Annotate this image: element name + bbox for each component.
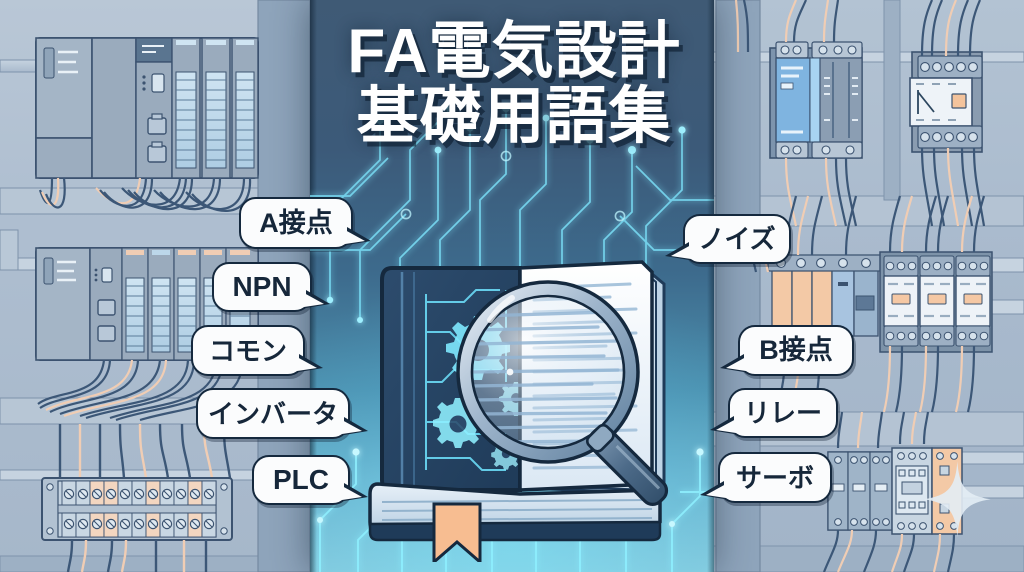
magnifying-glass bbox=[456, 280, 669, 506]
bubble-label: A接点 bbox=[259, 207, 333, 238]
bubble-common[interactable]: コモン bbox=[191, 325, 323, 376]
bubble-label: サーボ bbox=[735, 462, 814, 493]
bubble-inverter[interactable]: インバータ bbox=[196, 388, 368, 439]
left-wire-bundle-mid bbox=[37, 359, 244, 422]
power-supply-wires bbox=[784, 0, 858, 227]
bookmark-ribbon bbox=[432, 502, 482, 566]
four-point-sparkle bbox=[924, 461, 991, 538]
bubble-tail bbox=[297, 354, 323, 372]
left-wire-drop bbox=[58, 423, 232, 479]
left-wire-bundle-bottom bbox=[66, 539, 208, 572]
bubble-tail bbox=[665, 242, 691, 260]
bubble-label: B接点 bbox=[759, 335, 833, 365]
bubble-label: インバータ bbox=[207, 398, 338, 429]
bubble-tail bbox=[342, 417, 368, 435]
bubble-label: リレー bbox=[743, 398, 822, 428]
bubble-tail bbox=[710, 416, 736, 434]
circuit-breakers bbox=[767, 254, 883, 337]
control-gear-bottom bbox=[827, 447, 963, 535]
bubble-tail bbox=[720, 354, 746, 372]
bubble-tail bbox=[345, 227, 371, 245]
bubble-tail bbox=[304, 290, 330, 308]
book-illustration bbox=[330, 232, 710, 566]
bubble-tail bbox=[342, 483, 368, 501]
contact-symbol bbox=[917, 90, 935, 114]
plc-rack-top bbox=[35, 37, 259, 179]
power-supply-module bbox=[769, 41, 863, 159]
book-page-block bbox=[368, 482, 662, 542]
left-wire-bundle-top bbox=[38, 177, 252, 212]
bubble-noise[interactable]: ノイズ bbox=[665, 214, 791, 264]
terminal-block bbox=[41, 477, 233, 541]
bubble-label: コモン bbox=[208, 335, 287, 366]
bubble-b-contact[interactable]: B接点 bbox=[720, 325, 854, 376]
relay-contact-module bbox=[909, 51, 983, 153]
io-modules-top bbox=[171, 37, 259, 179]
bubble-servo[interactable]: サーボ bbox=[700, 452, 832, 503]
contactors bbox=[879, 251, 993, 353]
bubble-label: PLC bbox=[273, 464, 329, 495]
bubble-tail bbox=[700, 481, 726, 499]
bubble-label: ノイズ bbox=[698, 224, 776, 254]
bubble-label: NPN bbox=[232, 271, 292, 302]
bubble-a-contact[interactable]: A接点 bbox=[239, 197, 371, 249]
bubble-plc[interactable]: PLC bbox=[252, 455, 368, 505]
bubble-npn[interactable]: NPN bbox=[212, 262, 330, 312]
bubble-relay[interactable]: リレー bbox=[710, 388, 838, 438]
